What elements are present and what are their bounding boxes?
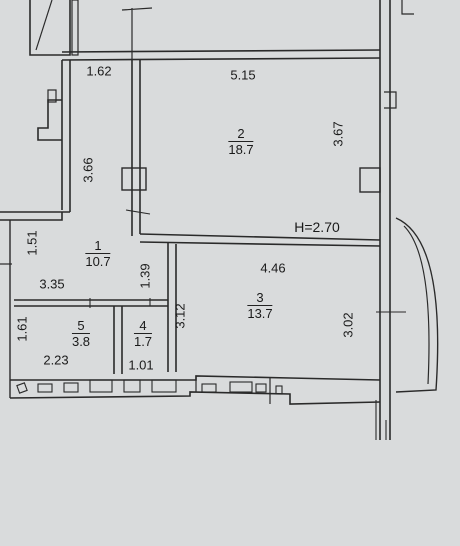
wall-above-bath — [14, 299, 168, 307]
room-3-label: 3 13.7 — [247, 290, 273, 322]
room-3-area: 13.7 — [247, 306, 273, 321]
dimension-1-51: 1.51 — [24, 230, 40, 256]
dimension-1-61: 1.61 — [14, 316, 30, 342]
dimension-4-46: 4.46 — [260, 260, 286, 276]
right-wall-marker — [384, 91, 397, 109]
room-2-area: 18.7 — [228, 142, 254, 157]
bottom-outer-wall — [9, 375, 381, 405]
room-1-area: 10.7 — [85, 254, 111, 269]
right-wall-box — [359, 167, 381, 193]
dimension-3-12: 3.12 — [172, 303, 188, 329]
dimension-1-01: 1.01 — [128, 357, 154, 373]
dimension-2-23: 2.23 — [43, 352, 69, 368]
room-5-label: 5 3.8 — [71, 318, 91, 350]
room-5-area: 3.8 — [71, 334, 91, 349]
balcony — [395, 217, 439, 393]
left-wall-notch — [37, 99, 62, 141]
wall-room2-room3 — [139, 233, 381, 247]
dimension-5-15: 5.15 — [230, 67, 256, 83]
room-2-label: 2 18.7 — [228, 126, 254, 158]
ceiling-height-label: H=2.70 — [294, 219, 340, 235]
room-3-number: 3 — [247, 290, 273, 306]
dimension-3-02: 3.02 — [340, 312, 356, 338]
dimension-1-39: 1.39 — [137, 263, 153, 289]
partition-corridor-room2 — [131, 60, 141, 236]
dimension-3-66: 3.66 — [80, 157, 96, 183]
niche-diagonal — [35, 0, 53, 51]
dim-line-mid — [89, 209, 151, 308]
room-1-label: 1 10.7 — [85, 238, 111, 270]
dimension-3-35: 3.35 — [39, 276, 65, 292]
dimension-3-67: 3.67 — [330, 121, 346, 147]
top-wall — [61, 49, 381, 61]
room-4-area: 1.7 — [133, 334, 153, 349]
room-1-number: 1 — [85, 238, 111, 254]
room1-left-wall — [0, 211, 70, 221]
niche-frame — [71, 0, 79, 56]
dimension-1-62: 1.62 — [86, 63, 112, 79]
room-4-label: 4 1.7 — [133, 318, 153, 350]
partition-box — [121, 167, 147, 191]
balcony-inner — [403, 225, 430, 385]
room-2-number: 2 — [228, 126, 254, 142]
top-left-niche — [29, 0, 71, 56]
wall-room1-room3 — [167, 242, 177, 372]
left-wall-marker — [47, 89, 57, 103]
room-4-number: 4 — [133, 318, 153, 334]
right-outer-wall — [379, 0, 391, 440]
dim-line-bottom — [375, 400, 387, 440]
corridor-left-wall — [61, 60, 71, 212]
top-right-jamb — [401, 0, 414, 15]
room-5-number: 5 — [71, 318, 91, 334]
top-tick — [121, 7, 153, 60]
bottom-wall-step — [195, 376, 271, 404]
partition-5-4 — [113, 306, 123, 374]
